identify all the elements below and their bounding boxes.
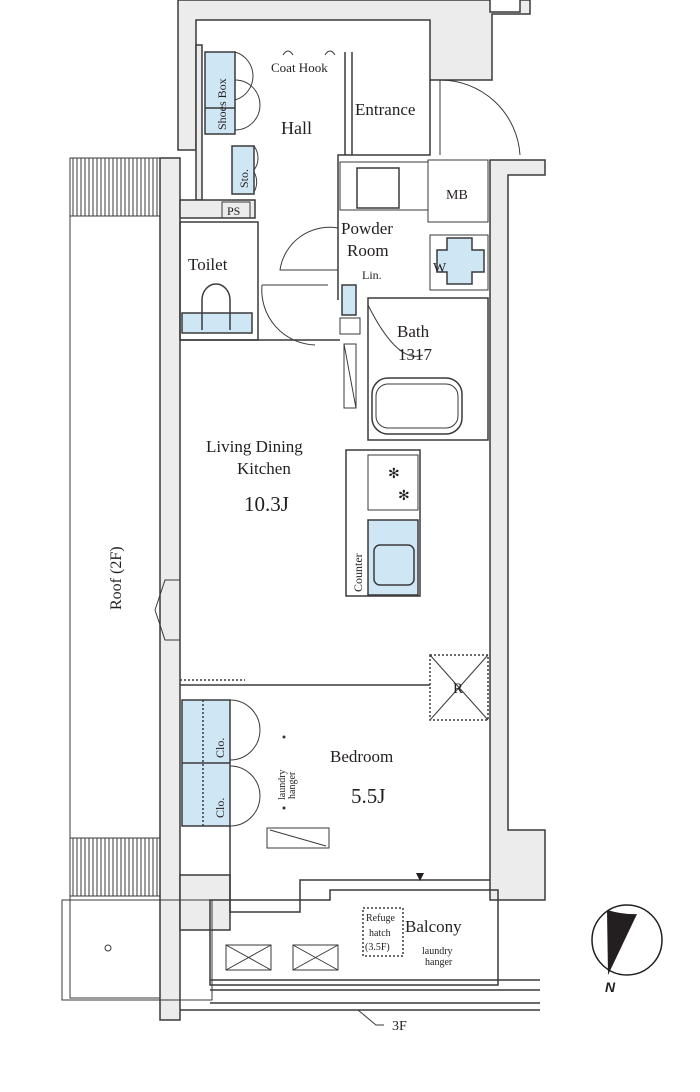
balcony-label: Balcony xyxy=(405,917,462,936)
bath-room xyxy=(367,297,489,441)
svg-text:✻: ✻ xyxy=(388,467,400,482)
storage-label: Sto. xyxy=(237,169,251,188)
roof-label: Roof (2F) xyxy=(108,546,125,610)
closet-label-1: Clo. xyxy=(213,738,227,758)
svg-text:✻: ✻ xyxy=(398,489,410,504)
linen-label: Lin. xyxy=(362,268,382,282)
balcony-area xyxy=(180,889,540,1026)
ldk-label-2: Kitchen xyxy=(237,459,291,478)
ps-box-1 xyxy=(221,201,251,219)
refuge-hatch-label-3: (3.5F) xyxy=(365,942,390,953)
mb-label: MB xyxy=(446,188,468,203)
sink xyxy=(373,544,415,586)
wet-area xyxy=(279,159,489,441)
refuge-hatch-label-1: Refuge xyxy=(366,913,395,924)
laundry-hanger-label-2b: hanger xyxy=(425,957,453,968)
toilet-area xyxy=(179,221,328,346)
counter-label: Counter xyxy=(351,553,365,592)
toilet-label: Toilet xyxy=(188,255,228,274)
refuge-hatch xyxy=(362,907,404,957)
shoes-box xyxy=(204,51,236,135)
ldk-size-label: 10.3J xyxy=(244,492,289,516)
ps-label-1: PS xyxy=(227,204,240,218)
roof-area xyxy=(61,157,213,1001)
laundry-hanger-label-1a: laundry xyxy=(277,769,288,800)
powder-room-label-1: Powder xyxy=(341,219,393,238)
toilet-tank xyxy=(181,312,253,334)
linen-shelf xyxy=(341,284,357,316)
bath-size-label: 1317 xyxy=(398,345,433,364)
coat-hook-label: Coat Hook xyxy=(271,60,328,75)
meter-box xyxy=(427,159,489,223)
ldk-area: ✻ ✻ xyxy=(154,339,489,721)
powder-room-label-2: Room xyxy=(347,241,389,260)
kitchen-counter xyxy=(345,449,421,597)
washer-pan xyxy=(436,237,485,285)
ps-box-2 xyxy=(339,317,361,335)
refuge-hatch-label-2: hatch xyxy=(369,928,391,939)
bath-label: Bath xyxy=(397,322,430,341)
compass-north-label: N xyxy=(605,979,616,995)
stove xyxy=(367,454,419,511)
fridge-label: R xyxy=(453,681,463,697)
bedroom-area xyxy=(181,699,490,913)
sink-area xyxy=(367,519,419,596)
entrance-label: Entrance xyxy=(355,100,415,119)
bedroom-size-label: 5.5J xyxy=(351,784,385,808)
washer-label: W xyxy=(433,261,447,276)
hall-label: Hall xyxy=(281,118,312,138)
bedroom-label: Bedroom xyxy=(330,747,393,766)
closet-label-2: Clo. xyxy=(213,798,227,818)
north-compass xyxy=(591,904,663,976)
ldk-label-1: Living Dining xyxy=(206,437,303,456)
fridge-space xyxy=(429,654,489,721)
bathtub xyxy=(371,377,463,435)
laundry-hanger-label-2a: laundry xyxy=(422,946,453,957)
floor-3f-label: 3F xyxy=(392,1019,407,1034)
laundry-hanger-label-1b: hanger xyxy=(287,771,298,799)
labels: Shoes Box Coat Hook Hall Entrance Sto. P… xyxy=(108,60,616,1034)
structure-walls xyxy=(159,0,546,1021)
shoes-box-label: Shoes Box xyxy=(215,78,229,130)
